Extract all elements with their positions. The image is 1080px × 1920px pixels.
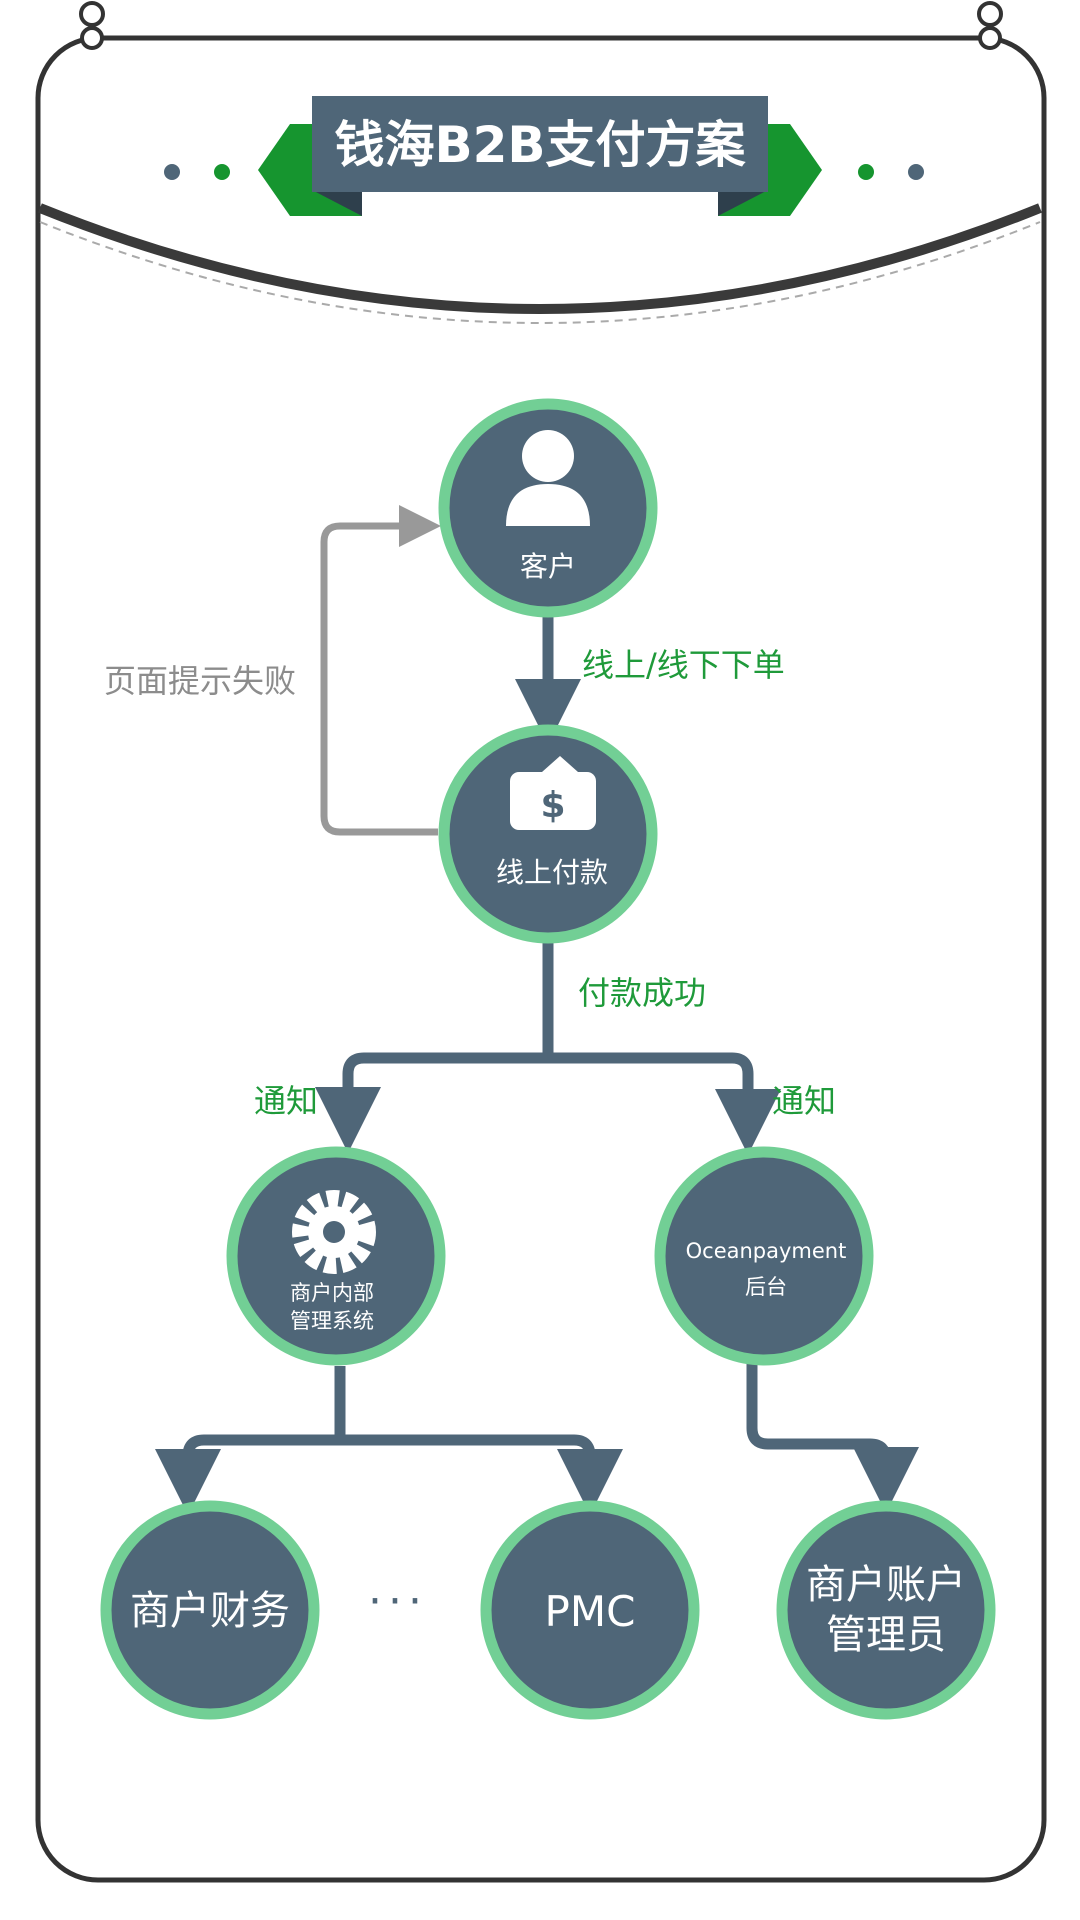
- user-icon: [506, 430, 590, 526]
- node-pmc-label: PMC: [545, 1587, 636, 1636]
- title-banner: 钱海B2B支付方案: [164, 96, 924, 216]
- frame-curve: [38, 203, 1042, 314]
- node-merchant-finance-circle: [100, 1500, 320, 1720]
- frame-border: [35, 35, 1047, 1883]
- edge-payment-fail-loop: [320, 505, 441, 836]
- node-oceanpayment-backend: Oceanpayment 后台: [654, 1146, 874, 1366]
- node-oceanpayment-backend-label-line2: 后台: [745, 1275, 787, 1299]
- frame-curve-stitch: [39, 221, 1041, 324]
- node-oceanpayment-backend-label-line1: Oceanpayment: [686, 1239, 847, 1263]
- edge-system-to-pmc: [340, 1434, 623, 1515]
- node-merchant-system-label-line2: 管理系统: [290, 1309, 374, 1333]
- node-online-payment-circle: [438, 724, 658, 944]
- banner-body: [312, 96, 768, 192]
- node-oceanpayment-backend-circle: [654, 1146, 874, 1366]
- node-pmc-circle: [480, 1500, 700, 1720]
- banner-dot-icon: [214, 164, 230, 180]
- node-merchant-account-admin: 商户账户 管理员: [776, 1500, 996, 1720]
- node-customer: 客户: [438, 398, 658, 618]
- banner-dot-icon: [858, 164, 874, 180]
- node-merchant-system: 商户内部 管理系统: [226, 1146, 446, 1366]
- edge-system-to-finance: [155, 1434, 340, 1515]
- node-online-payment: $ 线上付款: [438, 724, 658, 944]
- svg-text:$: $: [540, 785, 565, 826]
- node-merchant-finance-label: 商户财务: [130, 1588, 290, 1634]
- banner-fold-left: [312, 190, 362, 216]
- edge-backend-to-admin: [746, 1360, 919, 1513]
- node-merchant-system-label-line1: 商户内部: [290, 1281, 374, 1305]
- node-merchant-account-admin-label-line2: 管理员: [826, 1612, 946, 1658]
- banner-dot-icon: [164, 164, 180, 180]
- connectors: [155, 505, 919, 1515]
- node-merchant-account-admin-circle: [776, 1500, 996, 1720]
- gear-icon: [292, 1190, 376, 1274]
- edge-label-page-fail: 页面提示失败: [104, 662, 296, 700]
- ellipsis-more-nodes: ···: [368, 1576, 428, 1627]
- node-customer-label: 客户: [520, 550, 576, 583]
- banner-dot-icon: [908, 164, 924, 180]
- banner-fold-right: [718, 190, 768, 216]
- node-merchant-account-admin-label-line1: 商户账户: [806, 1562, 966, 1608]
- edge-label-notify-right: 通知: [772, 1082, 836, 1120]
- hanger-right-ring-icon: [978, 26, 1002, 50]
- edge-label-payment-success: 付款成功: [578, 974, 706, 1012]
- frame: [35, 1, 1047, 1883]
- node-pmc: PMC: [480, 1500, 700, 1720]
- edge-label-order: 线上/线下下单: [582, 646, 785, 684]
- hanger-left-icon: [79, 1, 105, 27]
- node-merchant-finance: 商户财务: [100, 1500, 320, 1720]
- edge-label-notify-left: 通知: [254, 1082, 318, 1120]
- edge-split-right: [548, 1052, 781, 1155]
- edge-split-left: [315, 1052, 548, 1153]
- hanger-right-icon: [977, 1, 1003, 27]
- hanger-left-ring-icon: [80, 26, 104, 50]
- node-online-payment-label: 线上付款: [496, 856, 608, 889]
- dollar-bill-icon: $: [510, 756, 596, 830]
- page-title: 钱海B2B支付方案: [334, 116, 746, 174]
